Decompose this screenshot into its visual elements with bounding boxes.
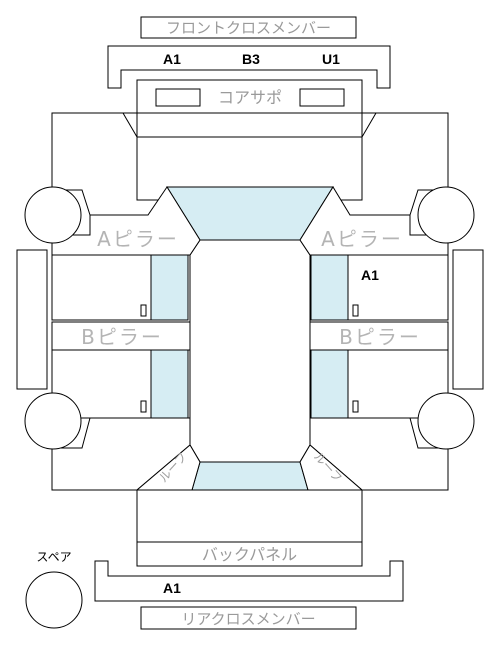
b-pillar-left-label: Bピラー <box>81 325 163 349</box>
side-glass-rear-left <box>150 349 189 419</box>
right-front-door-code: A1 <box>361 267 379 283</box>
side-glass-front-right <box>310 254 349 321</box>
front-cross-member-code-3: U1 <box>322 51 340 67</box>
cabin-outline <box>189 239 311 463</box>
a-pillar-left: Aピラー <box>51 186 201 256</box>
front-cross-member-label: フロントクロスメンバー <box>166 19 331 37</box>
front-fender-left <box>51 112 169 216</box>
side-sill-left <box>16 249 48 390</box>
front-cross-member-code-2: B3 <box>242 51 260 67</box>
rear-window <box>191 461 309 491</box>
front-cross-member-code-1: A1 <box>163 51 181 67</box>
wheel-front-left <box>24 186 82 244</box>
b-pillar-right-label: Bピラー <box>339 325 421 349</box>
door-handle-rear-left <box>140 400 147 413</box>
front-cross-member-outline <box>107 45 391 89</box>
headlight-left <box>155 88 201 107</box>
rear-cross-member-outline <box>94 560 404 602</box>
door-front-left <box>51 254 152 321</box>
hood-outline <box>122 112 377 138</box>
wheel-rear-left <box>24 392 82 450</box>
door-handle-rear-right <box>352 400 359 413</box>
spare-tire <box>25 571 83 629</box>
side-sill-right <box>452 249 484 390</box>
door-front-right <box>347 254 449 321</box>
spare-label: スペア <box>36 550 71 564</box>
a-pillar-right: Aピラー <box>299 186 449 256</box>
wheel-front-right <box>417 186 475 244</box>
core-support-label: コアサポ <box>218 88 282 107</box>
rear-cross-member-label-box: リアクロスメンバー <box>140 606 357 630</box>
door-handle-front-right <box>352 304 359 317</box>
rear-cross-member-label: リアクロスメンバー <box>181 610 315 628</box>
door-handle-front-left <box>140 304 147 317</box>
b-pillar-right: Bピラー <box>309 321 449 351</box>
front-cross-member-label-box: フロントクロスメンバー <box>140 16 357 39</box>
wheel-rear-right <box>417 392 475 450</box>
b-pillar-left: Bピラー <box>51 321 191 351</box>
headlight-right <box>299 88 345 107</box>
core-support: コアサポ <box>136 79 363 114</box>
front-fender-right <box>330 112 449 216</box>
side-glass-front-left <box>150 254 189 321</box>
back-panel: バックパネル <box>136 541 363 567</box>
back-panel-label: バックパネル <box>202 545 297 564</box>
rear-cross-member-code: A1 <box>163 580 181 596</box>
a-pillar-right-label: Aピラー <box>321 227 403 251</box>
trunk-lid <box>136 489 363 543</box>
side-glass-rear-right <box>310 349 349 419</box>
a-pillar-left-label: Aピラー <box>97 227 179 251</box>
